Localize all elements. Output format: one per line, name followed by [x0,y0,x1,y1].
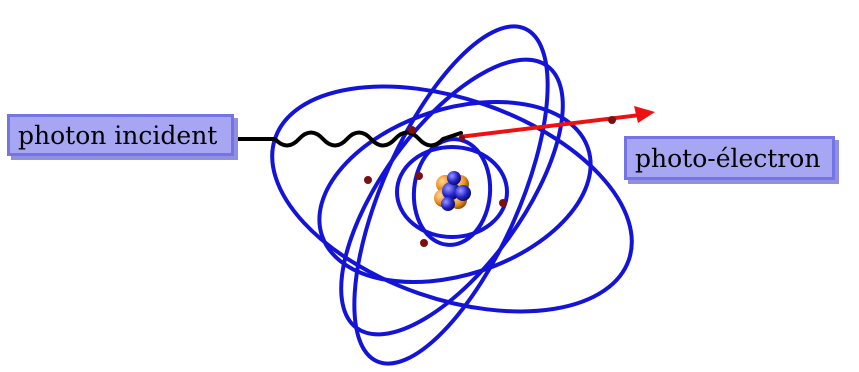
incident-photon-wave [233,133,461,146]
arrowhead-icon [634,106,655,123]
electron-dot-icon [499,199,507,207]
photo-electron-track [459,106,655,137]
incident-photon-label: photon incident [7,114,234,156]
electron-dot-icon [459,135,465,141]
electron-dot-icon [608,116,616,124]
atom-nucleus-icon [434,171,471,211]
electron-dot-icon [364,176,372,184]
incident-photon-text: photon incident [18,123,217,148]
electron-dot-icon [420,239,428,247]
electron-dot-icon [408,126,416,134]
photo-electron-label: photo-électron [624,136,835,180]
electron-dot-icon [415,172,423,180]
photo-electron-text: photo-électron [635,146,820,171]
